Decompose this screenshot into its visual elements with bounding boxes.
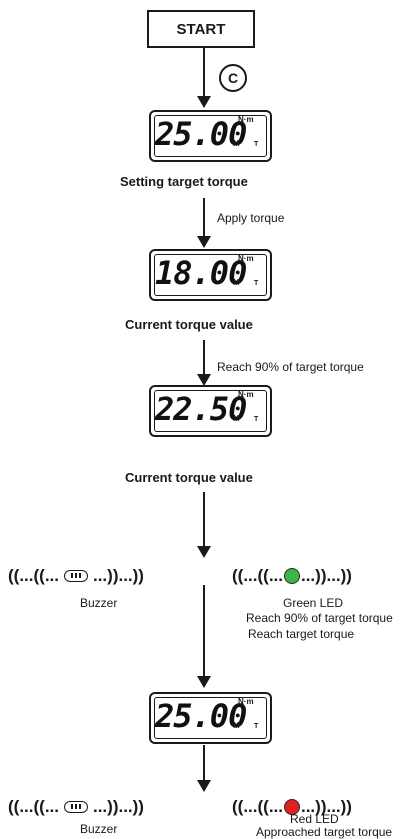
- arrow-down-icon: [197, 96, 211, 108]
- display-value: 22.50: [155, 390, 247, 428]
- transition-label: Reach 90% of target torque: [217, 360, 364, 374]
- step-caption: Current torque value: [125, 317, 253, 332]
- display-unit: N·m: [238, 697, 254, 706]
- display-value: 25.00: [155, 115, 247, 153]
- buzzer-icon: [63, 801, 88, 813]
- arrow-line: [203, 585, 205, 677]
- arrow-line: [203, 48, 205, 96]
- display-mode-t: T: [254, 416, 259, 423]
- display-unit: N·m: [238, 115, 254, 124]
- display-value: 18.00: [155, 254, 247, 292]
- display-frame: [154, 697, 267, 739]
- alert-note: Reach 90% of target torque: [246, 611, 393, 625]
- buzzer-alert: ((...((... ...))...)): [8, 797, 144, 817]
- transition-label: Apply torque: [217, 211, 285, 225]
- sound-waves-left: ((...((...: [8, 797, 59, 816]
- buzzer-label: Buzzer: [80, 822, 118, 836]
- display-frame: [154, 115, 267, 157]
- display-unit: N·m: [238, 254, 254, 263]
- buzzer-label: Buzzer: [80, 596, 118, 610]
- display-frame: [154, 390, 267, 432]
- start-box: START: [147, 10, 255, 48]
- led-label: Green LED: [283, 596, 344, 610]
- display-unit: N·m: [238, 390, 254, 399]
- arrow-down-icon: [197, 546, 211, 558]
- torque-display: 25.00 N·m M T: [149, 692, 272, 744]
- display-value: 25.00: [155, 697, 247, 735]
- green-led-alert: ((...((... ...))...)): [232, 566, 352, 586]
- buzzer-alert: ((...((... ...))...)): [8, 566, 144, 586]
- light-waves-right: ...))...)): [300, 566, 352, 585]
- light-waves-right: ...))...)): [300, 797, 352, 816]
- buzzer-icon: [63, 570, 88, 582]
- arrow-down-icon: [197, 236, 211, 248]
- sound-waves-right: ...))...)): [92, 566, 144, 585]
- display-mode-m: M: [233, 139, 240, 148]
- display-frame: [154, 254, 267, 296]
- light-waves-left: ((...((...: [232, 797, 283, 816]
- arrow-line: [203, 745, 205, 781]
- c-button-icon: C: [219, 64, 247, 92]
- arrow-line: [203, 340, 205, 375]
- arrow-line: [203, 198, 205, 238]
- alert-note: Approached target torque: [256, 825, 393, 839]
- display-mode-m: M: [233, 278, 240, 287]
- sound-waves-left: ((...((...: [8, 566, 59, 585]
- display-mode-t: T: [254, 141, 259, 148]
- c-button-label: C: [227, 70, 239, 86]
- arrow-down-icon: [197, 780, 211, 792]
- torque-display: 22.50 N·m M T: [149, 385, 272, 437]
- step-caption: Setting target torque: [120, 174, 248, 189]
- display-mode-m: M: [233, 414, 240, 423]
- arrow-down-icon: [197, 374, 211, 386]
- arrow-line: [203, 492, 205, 548]
- display-mode-m: M: [233, 721, 240, 730]
- display-mode-t: T: [254, 723, 259, 730]
- red-led-alert: ((...((... ...))...)): [232, 797, 352, 817]
- torque-display: 18.00 N·m M T: [149, 249, 272, 301]
- step-caption: Current torque value: [125, 470, 253, 485]
- led-label: Red LED: [290, 812, 339, 826]
- red-led-icon: [283, 799, 300, 815]
- sound-waves-right: ...))...)): [92, 797, 144, 816]
- transition-label: Reach target torque: [248, 627, 355, 641]
- arrow-down-icon: [197, 676, 211, 688]
- light-waves-left: ((...((...: [232, 566, 283, 585]
- display-mode-t: T: [254, 280, 259, 287]
- start-label: START: [176, 20, 226, 38]
- torque-display: 25.00 N·m M T: [149, 110, 272, 162]
- green-led-icon: [283, 568, 300, 584]
